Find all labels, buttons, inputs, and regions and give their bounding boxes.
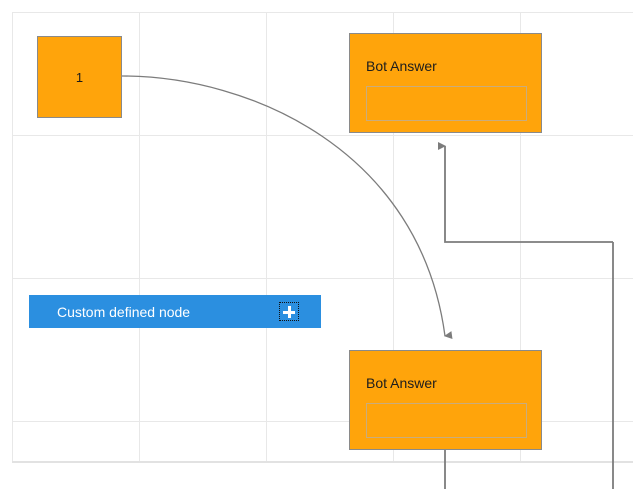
- node-start[interactable]: 1: [37, 36, 122, 118]
- node-start-label: 1: [75, 69, 84, 85]
- plus-icon[interactable]: [279, 302, 299, 321]
- node-bot-answer-top-title: Bot Answer: [366, 58, 437, 74]
- custom-defined-node-bar[interactable]: Custom defined node: [29, 295, 321, 328]
- grid-line-vertical: [266, 12, 267, 463]
- grid-line-horizontal: [12, 421, 633, 422]
- grid-bottom-border: [12, 461, 633, 463]
- grid-line-horizontal: [12, 12, 633, 13]
- node-bot-answer-bottom-slot[interactable]: [366, 403, 527, 438]
- grid-line-horizontal: [12, 278, 633, 279]
- custom-defined-node-label: Custom defined node: [57, 303, 191, 320]
- node-bot-answer-top-slot[interactable]: [366, 86, 527, 121]
- grid-line-vertical: [12, 12, 13, 463]
- node-bot-answer-bottom-title: Bot Answer: [366, 375, 437, 391]
- grid-line-vertical: [139, 12, 140, 463]
- node-bot-answer-top[interactable]: Bot Answer: [349, 33, 542, 133]
- grid-line-horizontal: [12, 135, 633, 136]
- node-bot-answer-bottom[interactable]: Bot Answer: [349, 350, 542, 450]
